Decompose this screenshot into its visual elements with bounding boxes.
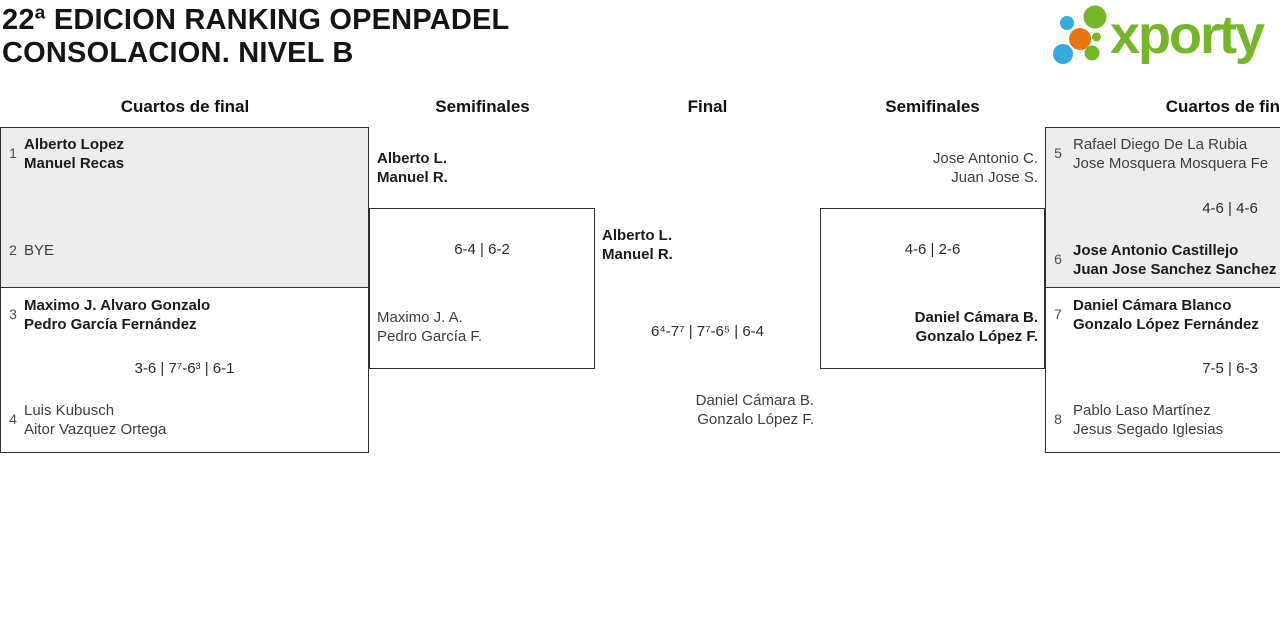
match-qf4-box: 7 Daniel Cámara Blanco Gonzalo López Fer… [1045, 288, 1280, 453]
sf-right-loser: Jose Antonio C. Juan Jose S. [933, 149, 1038, 187]
logo-dot-green-large-icon [1083, 5, 1107, 29]
round-label-qf-left: Cuartos de final [120, 97, 250, 116]
team-name: Alberto L. [602, 227, 672, 244]
team-name: Manuel Recas [24, 155, 125, 172]
match-score: 4-6 | 2-6 [904, 241, 961, 258]
team-name: BYE [24, 242, 55, 259]
match-score: 6-4 | 6-2 [454, 241, 510, 258]
round-label-sf-right: Semifinales [885, 97, 980, 116]
team-name: Jose Mosquera Mosquera Fe [1073, 155, 1269, 172]
title-line-2: CONSOLACION. NIVEL B [2, 37, 354, 69]
match-score: 4-6 | 4-6 [1202, 200, 1258, 217]
team-name: Alberto Lopez [24, 136, 124, 153]
seed-number: 2 [9, 242, 17, 258]
team-name: Jose Antonio C. [932, 150, 1038, 167]
team-name: Luis Kubusch [24, 402, 115, 419]
match-qf2-box: 3 Maximo J. Alvaro Gonzalo Pedro García … [0, 288, 369, 453]
match-score: 3-6 | 7⁷-6³ | 6-1 [134, 360, 235, 377]
logo-dot-green-small-icon [1084, 45, 1100, 61]
match-score: 7-5 | 6-3 [1202, 360, 1258, 377]
sf-left-winner: Alberto L. Manuel R. [377, 149, 448, 187]
team-name: Pedro García Fernández [24, 316, 197, 333]
team-name: Manuel R. [602, 246, 673, 263]
round-label-final: Final [687, 97, 728, 116]
logo-dot-green-tiny-icon [1092, 32, 1101, 42]
match-qf3-box: 5 Rafael Diego De La Rubia Jose Mosquera… [1045, 127, 1280, 288]
match-sf-left-box: 6-4 | 6-2 Maximo J. A. Pedro García F. [369, 208, 595, 369]
team-name: Daniel Cámara B. [914, 309, 1038, 326]
seed-number: 1 [9, 145, 17, 161]
final-runner-up: Daniel Cámara B. Gonzalo López F. [696, 391, 814, 429]
team-name: Jose Antonio Castillejo [1073, 242, 1239, 259]
team-name: Juan Jose Sanchez Sanchez [1073, 261, 1277, 278]
team-name: Maximo J. Alvaro Gonzalo [24, 297, 211, 314]
seed-number: 3 [9, 306, 17, 322]
final-winner: Alberto L. Manuel R. [602, 226, 673, 264]
team-name: Manuel R. [377, 169, 448, 186]
logo-dot-orange-icon [1069, 28, 1091, 50]
match-qf1-box: 1 Alberto Lopez Manuel Recas 2 BYE [0, 127, 369, 288]
title-line-1: 22ª EDICION RANKING OPENPADEL [2, 4, 510, 36]
seed-number: 8 [1054, 411, 1062, 427]
team-name: Gonzalo López Fernández [1073, 316, 1259, 333]
seed-number: 6 [1054, 251, 1062, 267]
team-name: Rafael Diego De La Rubia [1073, 136, 1248, 153]
seed-number: 7 [1054, 306, 1062, 322]
logo-text: xporty [1110, 5, 1265, 65]
team-name: Alberto L. [377, 150, 447, 167]
team-name: Aitor Vazquez Ortega [24, 421, 167, 438]
seed-number: 4 [9, 411, 17, 427]
seed-number: 5 [1054, 145, 1062, 161]
logo-dot-blue-medium-icon [1053, 44, 1073, 64]
logo-dot-blue-small-icon [1060, 16, 1074, 30]
xporty-logo[interactable]: xporty [1048, 2, 1280, 74]
final-score: 6⁴-7⁷ | 7⁷-6⁵ | 6-4 [650, 323, 765, 340]
team-name: Daniel Cámara Blanco [1073, 297, 1232, 314]
team-name: Maximo J. A. [377, 309, 463, 326]
team-name: Gonzalo López F. [915, 328, 1039, 345]
round-label-sf-left: Semifinales [435, 97, 530, 116]
team-name: Pedro García F. [377, 328, 483, 345]
team-name: Pablo Laso Martínez [1073, 402, 1211, 419]
team-name: Daniel Cámara B. [695, 392, 814, 409]
team-name: Juan Jose S. [951, 169, 1038, 186]
round-label-qf-right: Cuartos de final [1165, 97, 1280, 116]
page-title: 22ª EDICION RANKING OPENPADEL CONSOLACIO… [2, 4, 509, 70]
team-name: Gonzalo López F. [697, 411, 814, 428]
match-sf-right-box: 4-6 | 2-6 Daniel Cámara B. Gonzalo López… [820, 208, 1045, 369]
team-name: Jesus Segado Iglesias [1073, 421, 1224, 438]
